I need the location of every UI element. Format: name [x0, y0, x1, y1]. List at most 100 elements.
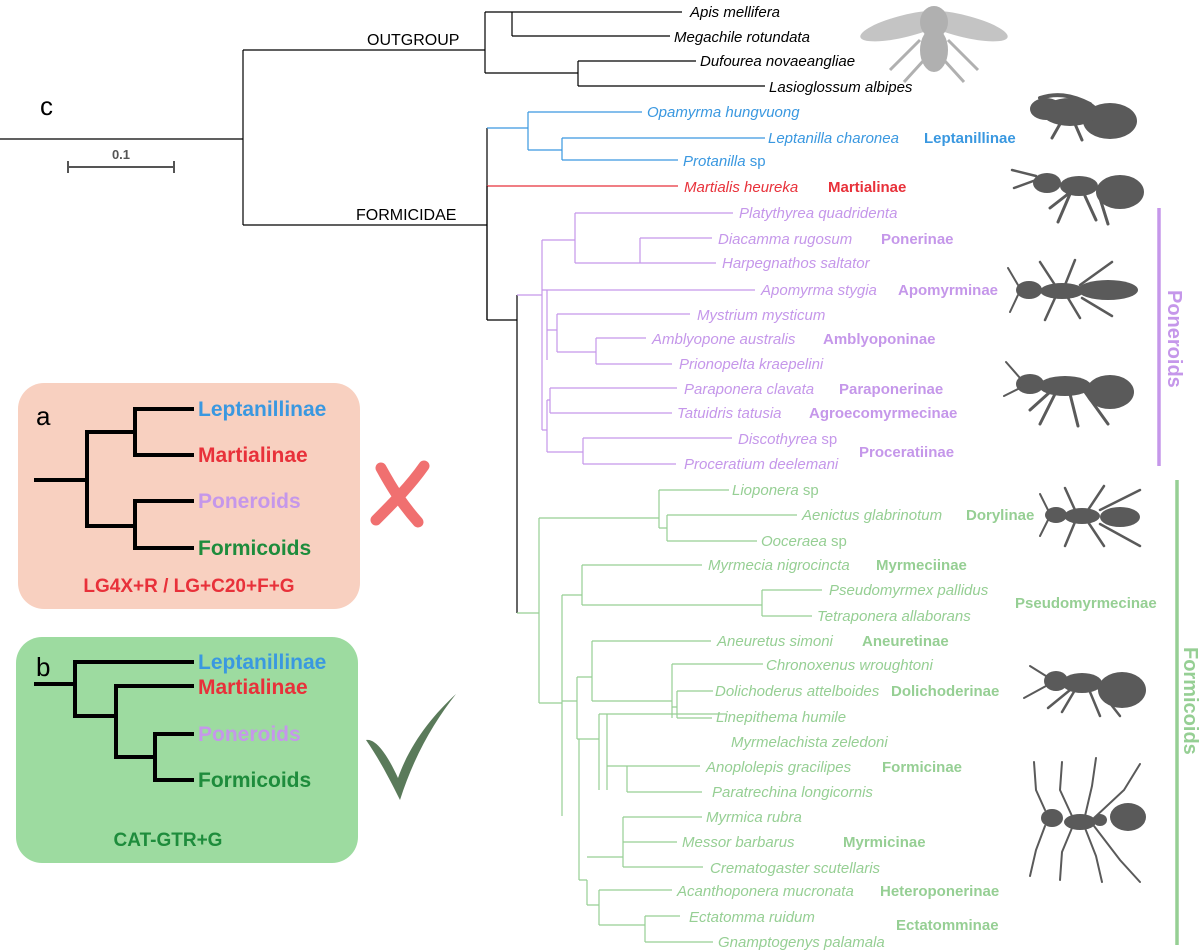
taxon-label: Discothyrea sp [738, 431, 837, 448]
taxon-label: Dolichoderus attelboides [715, 683, 880, 700]
taxon-label: Apomyrma stygia [760, 282, 877, 299]
subfamily-label-formicinae: Formicinae [882, 759, 962, 776]
taxon-label: Lioponera sp [732, 482, 819, 499]
leaf-label: Poneroids [198, 723, 301, 746]
taxon-label: Aneuretus simoni [716, 633, 834, 650]
poneroid-branches [517, 212, 755, 465]
formicoid-branches [517, 489, 822, 943]
subfamily-label-martialinae: Martialinae [828, 179, 906, 196]
paraponera-silhouette-icon [1003, 361, 1134, 428]
subfamily-label-apomyrminae: Apomyrminae [898, 282, 998, 299]
taxon-label: Megachile rotundata [674, 29, 810, 46]
taxon-label: Crematogaster scutellaris [710, 860, 881, 877]
taxon-label: Martialis heureka [684, 179, 798, 196]
subfamily-label-ectatomminae: Ectatomminae [896, 917, 999, 934]
leaf-label: Leptanillinae [198, 651, 326, 674]
leaf-label: Martialinae [198, 444, 308, 467]
outgroup-taxa: Apis mellifera Megachile rotundata Dufou… [674, 4, 913, 96]
subfamily-label-paraponerinae: Paraponerinae [839, 381, 943, 398]
panel-a-label: a [36, 401, 51, 431]
panel-b-leaves: Leptanillinae Martialinae Poneroids Form… [198, 651, 326, 792]
taxon-label: Lasioglossum albipes [769, 79, 913, 96]
leaf-label: Leptanillinae [198, 398, 326, 421]
taxon-label: Tetraponera allaborans [817, 608, 971, 625]
panel-b-label: b [36, 652, 50, 682]
taxon-label: Proceratium deelemani [684, 456, 839, 473]
taxon-label: Linepithema humile [716, 709, 846, 726]
formicoid-taxa: Lioponera sp Aenictus glabrinotum Doryli… [676, 482, 1157, 951]
taxon-label: Paraponera clavata [684, 381, 814, 398]
taxon-label: Platythyrea quadridenta [739, 205, 897, 222]
taxon-label: Protanilla sp [683, 153, 766, 170]
leptanilla-silhouette-icon [1030, 93, 1137, 142]
poneroids-group-label: Poneroids [1163, 290, 1185, 388]
subfamily-label-amblyoponinae: Amblyoponinae [823, 331, 936, 348]
panel-c-label: c [40, 91, 53, 121]
taxon-label: Ooceraea sp [761, 533, 847, 550]
subfamily-label-proceratiinae: Proceratiinae [859, 444, 954, 461]
outgroup-branches [0, 11, 765, 225]
taxon-label: Apis mellifera [689, 4, 780, 21]
leptanillinae-taxa: Opamyrma hungvuong Leptanilla charonea P… [647, 104, 1016, 170]
dorylinae-silhouette-icon [1039, 484, 1142, 548]
panel-a-model: LG4X+R / LG+C20+F+G [83, 576, 294, 597]
leaf-label: Formicoids [198, 769, 311, 792]
subfamily-label-heteroponerinae: Heteroponerinae [880, 883, 999, 900]
taxon-label: Amblyopone australis [651, 331, 796, 348]
taxon-label: Leptanilla charonea [768, 130, 899, 147]
apomyrma-silhouette-icon [1007, 258, 1138, 322]
taxon-label: Myrmelachista zeledoni [731, 734, 888, 751]
cross-mark-icon [370, 460, 430, 528]
leaf-label: Martialinae [198, 676, 308, 699]
formicidae-label: FORMICIDAE [356, 207, 456, 224]
outgroup-label: OUTGROUP [367, 32, 459, 49]
taxon-label: Mystrium mysticum [697, 307, 825, 324]
subfamily-label-myrmicinae: Myrmicinae [843, 834, 926, 851]
martialinae-taxa: Martialis heureka Martialinae [684, 179, 906, 196]
panel-a-tree [34, 407, 194, 550]
martialis-silhouette-icon [1010, 168, 1144, 226]
myrmicinae-silhouette-icon [1029, 757, 1146, 883]
subfamily-label-dolichoderinae: Dolichoderinae [891, 683, 999, 700]
subfamily-label-dorylinae: Dorylinae [966, 507, 1034, 524]
formicoids-group-label: Formicoids [1179, 647, 1200, 755]
subfamily-label-agroecomyrmecinae: Agroecomyrmecinae [809, 405, 957, 422]
taxon-label: Diacamma rugosum [718, 231, 852, 248]
subfamily-label-pseudomyrmecinae: Pseudomyrmecinae [1015, 595, 1157, 612]
leaf-label: Poneroids [198, 490, 301, 513]
subfamily-label-leptanillinae: Leptanillinae [924, 130, 1016, 147]
taxon-label: Tatuidris tatusia [677, 405, 782, 422]
taxon-label: Prionopelta kraepelini [679, 356, 824, 373]
poneroid-taxa: Platythyrea quadridenta Diacamma rugosum… [651, 205, 998, 473]
taxon-label: Dufourea novaeangliae [700, 53, 855, 70]
dolichoderinae-silhouette-icon [1023, 665, 1146, 718]
martialis-stem [486, 186, 518, 613]
panel-b-tree [34, 660, 194, 782]
taxon-label: Ectatomma ruidum [689, 909, 815, 926]
bee-silhouette-icon [860, 6, 1008, 84]
subfamily-label-aneuretinae: Aneuretinae [862, 633, 949, 650]
taxon-label: Chronoxenus wroughtoni [766, 657, 933, 674]
panel-a-leaves: Leptanillinae Martialinae Poneroids Form… [198, 398, 326, 560]
subfamily-label-ponerinae: Ponerinae [881, 231, 954, 248]
scale-label: 0.1 [112, 147, 130, 162]
taxon-label: Harpegnathos saltator [722, 255, 871, 272]
taxon-label: Gnamptogenys palamala [718, 934, 885, 951]
taxon-label: Pseudomyrmex pallidus [829, 582, 989, 599]
leptanillinae-branches [487, 111, 765, 161]
taxon-label: Anoplolepis gracilipes [705, 759, 852, 776]
subfamily-label-myrmeciinae: Myrmeciinae [876, 557, 967, 574]
taxon-label: Messor barbarus [682, 834, 795, 851]
check-mark-icon [366, 694, 456, 800]
taxon-label: Paratrechina longicornis [712, 784, 873, 801]
taxon-label: Myrmica rubra [706, 809, 802, 826]
taxon-label: Acanthoponera mucronata [676, 883, 854, 900]
taxon-label: Myrmecia nigrocincta [708, 557, 850, 574]
panel-a-box [18, 383, 360, 609]
taxon-label: Opamyrma hungvuong [647, 104, 800, 121]
taxon-label: Aenictus glabrinotum [801, 507, 942, 524]
formicidae-stem [243, 128, 488, 320]
leaf-label: Formicoids [198, 537, 311, 560]
scale-bar [67, 161, 175, 173]
